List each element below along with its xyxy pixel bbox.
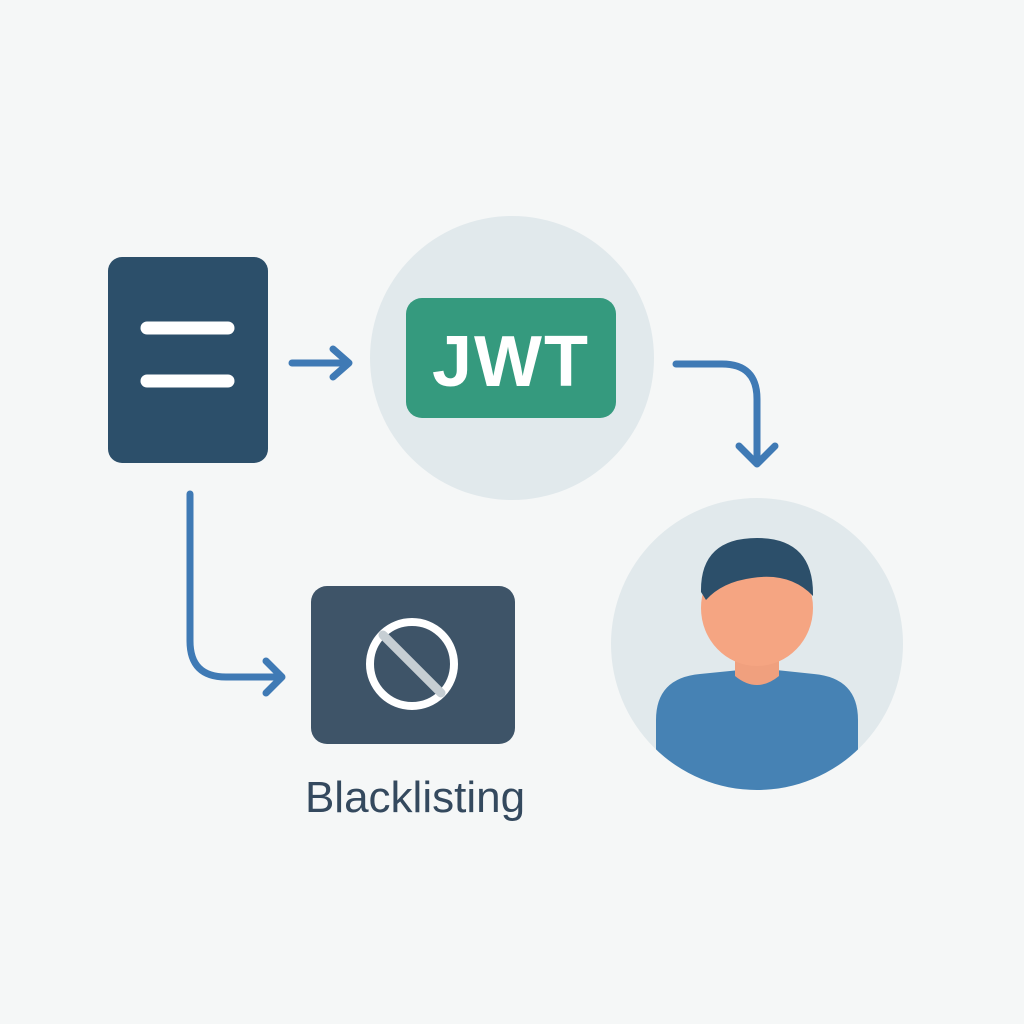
- user-avatar-icon: [611, 498, 903, 790]
- token-badge: [406, 298, 616, 418]
- document-icon: [108, 257, 268, 463]
- token-node: JWT: [370, 216, 654, 500]
- token-label: JWT: [432, 322, 590, 402]
- user-shirt: [656, 670, 858, 790]
- arrow-token-to-user: [672, 360, 779, 468]
- arrow-document-to-token: [288, 345, 353, 381]
- blacklist-node: [311, 586, 515, 744]
- prohibited-icon: [366, 618, 458, 710]
- user-hair: [700, 538, 814, 600]
- arrow-document-to-blacklist: [186, 490, 286, 697]
- blacklist-caption: Blacklisting: [305, 773, 525, 822]
